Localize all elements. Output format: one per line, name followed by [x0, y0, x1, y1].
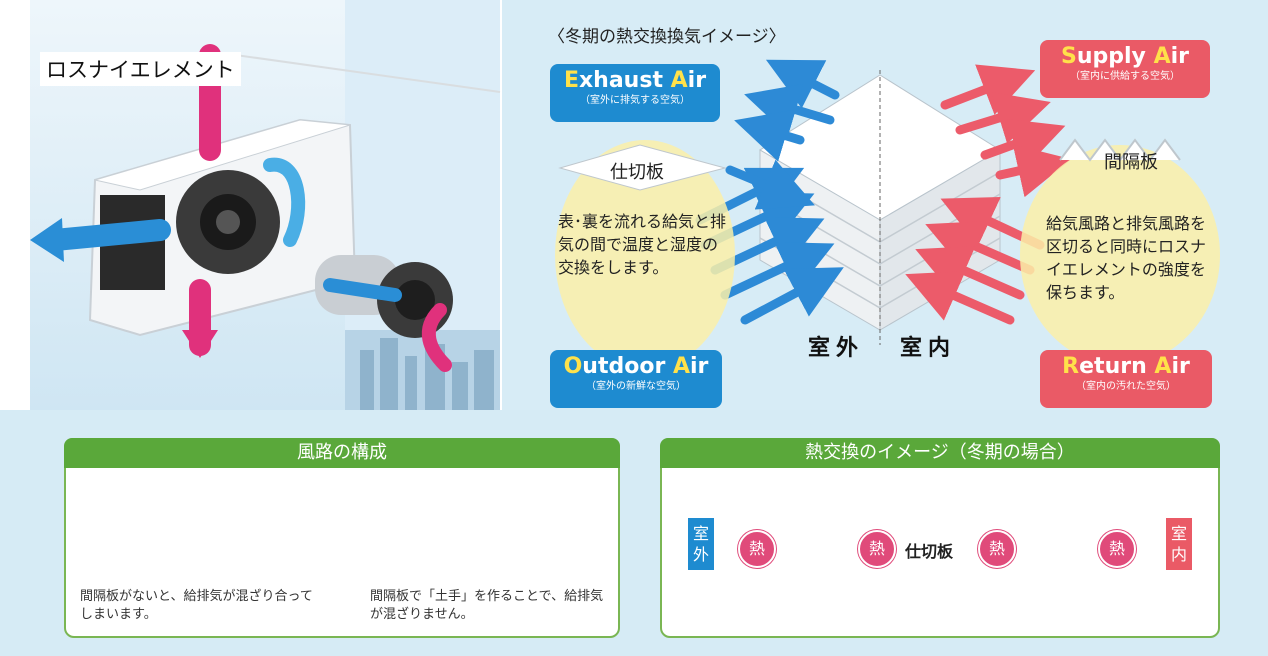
element-label: ロスナイエレメント	[40, 52, 241, 86]
outdoor-air-badge: Outdoor Air （室外の新鮮な空気）	[550, 350, 722, 408]
outdoor-word-1: utdoor	[582, 354, 673, 379]
supply-cap-1: S	[1061, 44, 1077, 69]
outdoor-word-2: ir	[690, 354, 709, 379]
partition-description: 表･裏を流れる給気と排気の間で温度と湿度の交換をします。	[558, 212, 727, 277]
exhaust-air-badge: Exhaust Air （室外に排気する空気）	[550, 64, 720, 122]
partition-label: 仕切板	[610, 162, 664, 183]
exhaust-word-2: ir	[687, 68, 707, 93]
exhaust-cap-1: E	[563, 68, 579, 93]
warm-air-label: 暖かい空気	[890, 503, 976, 521]
partition-shape	[558, 144, 727, 191]
heat-icon-3: 熱	[978, 530, 1016, 568]
return-air-badge: Return Air （室内の汚れた空気）	[1040, 350, 1212, 408]
heat-panel-title: 熱交換のイメージ（冬期の場合）	[660, 438, 1220, 468]
spacer-description: 給気風路と排気風路を区切ると同時にロスナイエレメントの強度を保ちます。	[1046, 214, 1207, 302]
outdoor-cap-2: A	[672, 354, 690, 379]
return-word-1: eturn	[1079, 354, 1155, 379]
return-cap-2: A	[1154, 354, 1172, 379]
airway-caption-left: 間隔板がないと、給排気が混ざり合ってしまいます。	[80, 589, 313, 622]
heat-outdoor-label: 室外	[688, 518, 714, 570]
spacer-shape	[1059, 138, 1181, 162]
heat-icon-2: 熱	[858, 530, 896, 568]
supply-cap-2: A	[1153, 44, 1171, 69]
spacer-callout-bg	[1020, 145, 1220, 365]
indoor-side-label: 室内	[900, 336, 957, 361]
outdoor-air-subtitle: （室外の新鮮な空気）	[586, 381, 686, 392]
return-word-2: ir	[1171, 354, 1190, 379]
return-cap-1: R	[1062, 354, 1080, 379]
exhaust-air-subtitle: （室外に排気する空気）	[580, 95, 690, 106]
outdoor-cap-1: O	[563, 354, 583, 379]
exhaust-cap-2: A	[670, 68, 688, 93]
exhaust-word-1: xhaust	[578, 68, 671, 93]
photo-airflow-arrows	[30, 44, 452, 372]
return-air-subtitle: （室内の汚れた空気）	[1076, 381, 1176, 392]
city-skyline	[360, 338, 494, 410]
supply-word-2: ir	[1170, 44, 1189, 69]
supply-air-subtitle: （室内に供給する空気）	[1070, 71, 1180, 82]
heat-partition-label: 仕切板	[905, 542, 954, 561]
heat-indoor-label: 室内	[1166, 518, 1192, 570]
supply-air-badge: Supply Air （室内に供給する空気）	[1040, 40, 1210, 98]
cold-air-label: 冷たい空気	[880, 581, 966, 599]
heat-icon-4: 熱	[1098, 530, 1136, 568]
spacer-label: 間隔板	[1104, 152, 1158, 173]
supply-word-1: upply	[1076, 44, 1154, 69]
partition-callout-bg	[555, 140, 735, 370]
outdoor-side-label: 室外	[808, 336, 865, 361]
airway-panel-title: 風路の構成	[64, 438, 620, 468]
heat-icon-1: 熱	[738, 530, 776, 568]
diagram-title: 〈冬期の熱交換換気イメージ〉	[548, 27, 786, 47]
airway-caption-right: 間隔板で「土手」を作ることで、給排気が混ざりません。	[370, 589, 604, 622]
